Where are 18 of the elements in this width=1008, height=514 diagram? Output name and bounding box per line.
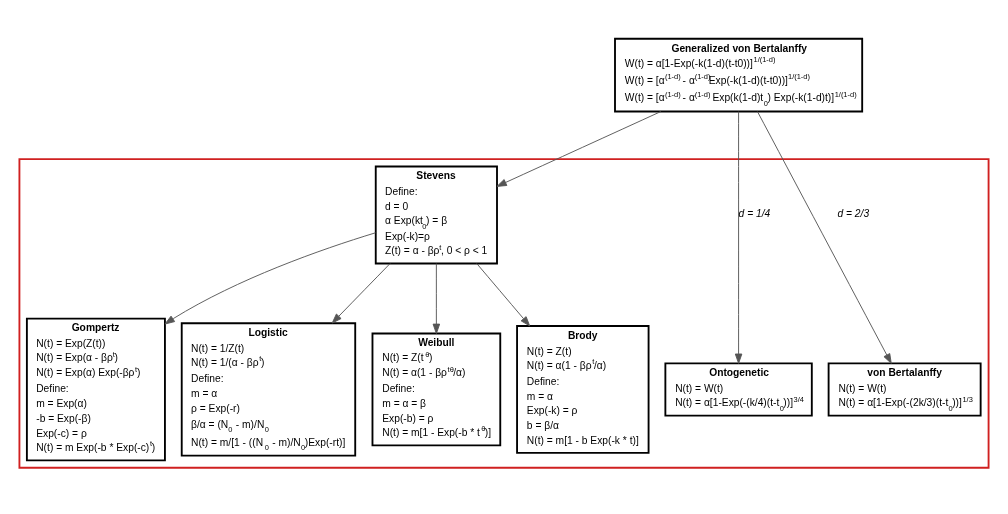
arrow [331,263,391,324]
arrow [496,111,662,187]
arrow [476,263,531,327]
node-box: von Bertalanffy N(t) = W(t) N(t) = α[1-Exp(-(2k/3)(t-t$_{0}$))]$^{1/3}$ [827,362,982,417]
arrow [734,111,743,364]
edge-label: d = 2/3 [837,207,870,219]
cluster [18,158,990,469]
node-box: Stevens Define: d = 0 α Exp(kt$_{0}$) = β Exp(-k)=ρ Z(t) = α - βρ$^{t}$, 0 < ρ < 1 [374,165,498,265]
edge-label: d = 1/4 [738,207,771,219]
node-box: Gompertz N(t) = Exp(Z(t)) N(t) = Exp(α - βρ$^{t}$) N(t) = Exp(α) Exp(-βρ$^{t}$) Define: m = Exp(α) -b = Exp(-β) Exp(-c) = ρ N(t) = m Exp(-b * Exp(-c)$^{t}$) [25,317,166,462]
arrow [757,111,892,364]
node-box: Weibull N(t) = Z(t$^{θ}$) N(t) = α(1 - βρ$^{tθ}$/α) Define: m = α = β Exp(-b) = ρ N(t) = m[1 - Exp(-b * t$^{θ}$)] [371,332,502,447]
arrow [432,263,441,334]
node-box: Logistic N(t) = 1/Z(t) N(t) = 1/(α - βρ$^{t}$) Define: m = α ρ = Exp(-r) β/α = (N$_{0}$ - m)/N$_{0}$ N(t) = m/[1 - ((N$_{0}$ - m)/N$_{0}$)Exp(-rt)] [180,322,357,457]
node-box: Ontogenetic N(t) = W(t) N(t) = α[1-Exp(-(k/4)(t-t$_{0}$))]$^{3/4}$ [664,362,813,417]
arrow [164,232,376,325]
node-box: Generalized von Bertalanffy W(t) = α[1-Exp(-k(1-d)(t-t0))]$^{1/(1-d)}$ W(t) = [α$^{(1-d)}$ - α$^{(1-d)}$Exp(-k(1-d)(t-t0))]$^{1/(1-d)}$ W(t) = [α$^{(1-d)}$ - α$^{(1-d)}$ Exp(k(1-d)t$_{0}$) Exp(-k(1-d)t)]$^{1/(1-d)}$ [614,37,864,113]
node-box: Brody N(t) = Z(t) N(t) = α(1 - βρ$^{t}$/α) Define: m = α Exp(-k) = ρ b = β/α N(t) = m[1 - b Exp(-k * t)] [516,325,650,454]
